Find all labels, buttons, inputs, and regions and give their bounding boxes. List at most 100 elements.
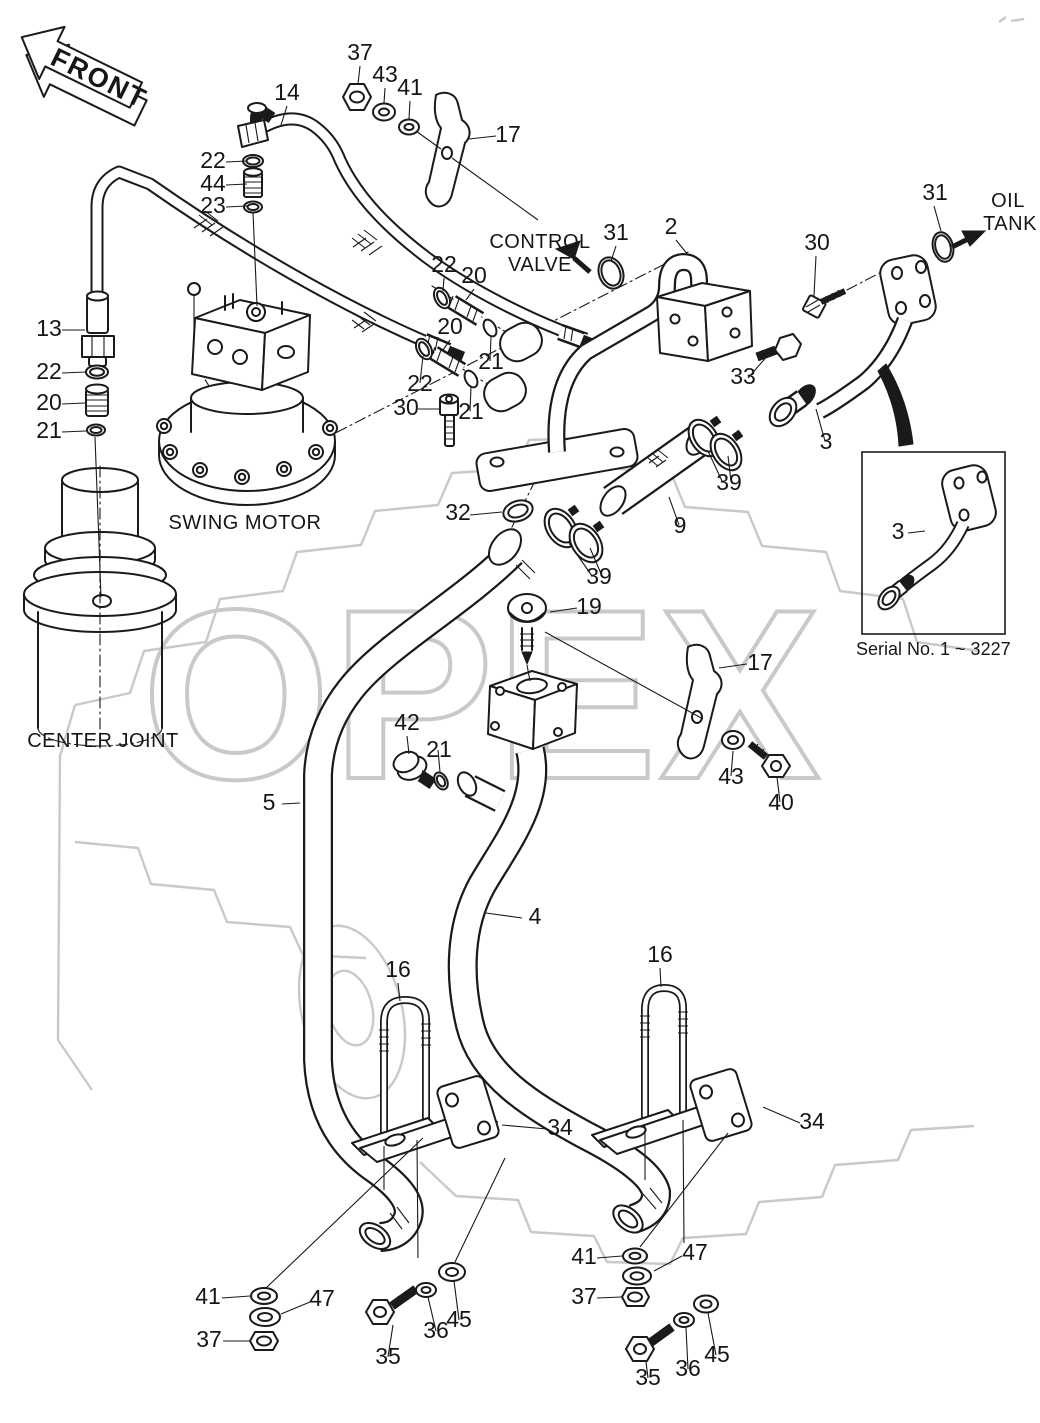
part-callout-13-12: 13 [36,315,62,341]
corner-smudge [998,16,1025,23]
part-callout-33-23: 33 [730,363,756,389]
o-ring-32 [502,499,534,523]
swing-motor [156,282,338,506]
part-callout-41-47: 41 [571,1243,597,1269]
part-callout-21-34: 21 [426,736,452,762]
part-callout-16-37: 16 [385,956,411,982]
serial-note: Serial No. 1 ~ 3227 [856,639,1011,659]
front-direction-arrow: FRONT [20,25,152,127]
part-callout-45-52: 45 [704,1341,730,1367]
bolt-40 [747,741,791,778]
o-ring-23 [243,200,263,214]
u-bolt-16-right [640,984,688,1122]
part-callout-45-46: 45 [446,1306,472,1332]
part-callout-37-0: 37 [347,39,373,65]
part-callout-47-42: 47 [309,1285,335,1311]
part-callout-3-53: 3 [892,518,905,544]
part-callout-21-15: 21 [36,417,62,443]
o-ring-21-plug [433,771,449,791]
control-valve-label-line2: VALVE [508,254,572,276]
part-callout-14-3: 14 [274,79,300,105]
pipe-4 [447,670,671,1234]
inset-reference-arrow [877,363,914,447]
adapters-mid [414,286,498,389]
part-callout-30-10: 30 [804,229,830,255]
washer-43-lower [721,730,745,750]
pipe-5 [303,528,536,1252]
swing-motor-rim-nuts [156,418,338,485]
part-callout-42-33: 42 [394,709,420,735]
mount-bracket-34-left [351,1075,500,1163]
part-callout-2-9: 2 [665,213,678,239]
nipple-44 [243,167,263,198]
grease-fitting-19 [507,593,547,682]
hose-14 [237,102,600,352]
part-callout-30-21: 30 [393,394,419,420]
part-callout-34-39: 34 [547,1114,573,1140]
part-callout-19-29: 19 [576,593,602,619]
part-callout-43-1: 43 [372,61,398,87]
part-callout-20-14: 20 [36,389,62,415]
part-callout-17-4: 17 [495,121,521,147]
part-callout-3-24: 3 [820,428,833,454]
part-callout-35-44: 35 [375,1343,401,1369]
part-callout-47-48: 47 [682,1239,708,1265]
part-callout-34-40: 34 [799,1108,825,1134]
part-callout-35-50: 35 [635,1364,661,1390]
part-callout-31-11: 31 [922,179,948,205]
u-bolt-16-left [379,996,431,1142]
oil-tank-label-line2: TANK [983,213,1037,235]
part-callout-37-49: 37 [571,1283,597,1309]
plug-42 [392,750,437,789]
part-callout-20-18: 20 [437,313,463,339]
oil-tank-pipe-3 [768,254,937,428]
part-callout-17-30: 17 [747,649,773,675]
o-ring-21-left [86,423,106,437]
part-callout-22-16: 22 [431,251,457,277]
part-callout-31-8: 31 [603,219,629,245]
part-callout-41-2: 41 [397,74,423,100]
part-callout-23-7: 23 [200,192,226,218]
part-callout-16-38: 16 [647,941,673,967]
part-callout-21-22: 21 [458,398,484,424]
washer-43-top [372,102,396,122]
part-callout-39-25: 39 [716,469,742,495]
bolt-33 [755,333,802,362]
part-callout-32-26: 32 [445,499,471,525]
bracket-17-top [424,91,471,208]
part-callout-37-43: 37 [196,1326,222,1352]
center-joint [23,465,177,749]
hose-end-fitting-13 [81,290,115,367]
o-ring-31-left [597,256,625,290]
hose-clamps-39-right [687,415,744,472]
part-callout-22-20: 22 [407,370,433,396]
part-callout-4-36: 4 [529,903,542,929]
part-callout-36-51: 36 [675,1355,701,1381]
part-callout-36-45: 36 [423,1317,449,1343]
hose-clamps-39-left [543,504,605,564]
bracket-17-lower [676,643,723,760]
bolt-30-mid [439,393,459,447]
leader-lines [61,65,942,1379]
mount-bracket-34-right [591,1068,753,1155]
part-callout-40-32: 40 [768,789,794,815]
oil-tank-label-line1: OIL [991,190,1025,212]
part-callout-20-17: 20 [461,262,487,288]
control-valve-label-line1: CONTROL [489,231,590,253]
bolt-30-right [802,288,847,319]
oil-tank-flow-arrow [950,230,987,250]
part-callout-43-31: 43 [718,763,744,789]
control-valve-pipe-2 [475,253,753,493]
part-callout-41-41: 41 [195,1283,221,1309]
fastener-stack-left [249,1262,466,1351]
part-callout-5-35: 5 [263,789,276,815]
swing-motor-label: SWING MOTOR [169,512,322,534]
part-callout-22-5: 22 [200,147,226,173]
nut-37-top [342,83,372,111]
part-callout-22-13: 22 [36,358,62,384]
fastener-stack-right [621,1247,719,1362]
o-ring-22-left [85,364,109,380]
